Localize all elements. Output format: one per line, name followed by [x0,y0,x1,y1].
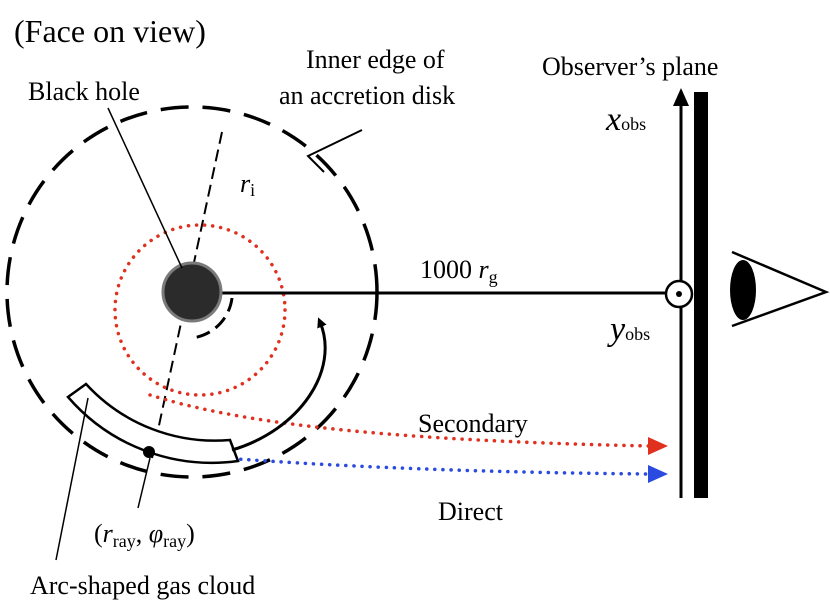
eye-pupil [730,260,756,320]
ray-origin-point [143,446,155,458]
x-obs-arrowhead [673,88,689,106]
observer-plane-label: Observer’s plane [542,52,718,81]
black-hole [161,261,223,323]
observer-plane-bar [694,92,708,498]
inner-edge-label-line2: an accretion disk [279,81,455,110]
secondary-ray-arrowhead [648,437,668,455]
view-title: (Face on view) [14,13,206,49]
rotation-arrow [231,317,327,452]
secondary-ray [148,393,652,448]
black-hole-label: Black hole [28,77,140,106]
direct-ray-arrowhead [648,465,668,483]
y-obs-label: yobs [607,311,650,348]
secondary-orbit-path [113,223,287,397]
inner-edge-label-line1: Inner edge of [306,45,445,74]
secondary-label: Secondary [418,409,528,438]
arc-cloud-label: Arc-shaped gas cloud [30,571,255,600]
x-obs-label: xobs [605,101,646,138]
ri-label: ri [240,169,255,200]
eye-icon [731,250,830,328]
y-obs-dot [676,291,682,297]
ray-coord-leader [137,457,151,509]
distance-label: 1000 rg [420,255,498,287]
black-hole-leader [107,107,183,269]
ri-small-arc [191,297,234,340]
direct-label: Direct [438,497,504,526]
arc-cloud-leader [55,397,89,561]
arc-gas-cloud [66,382,240,465]
inner-edge-leader [306,129,363,173]
ray-coordinate-label: (rray, φray) [94,519,195,551]
